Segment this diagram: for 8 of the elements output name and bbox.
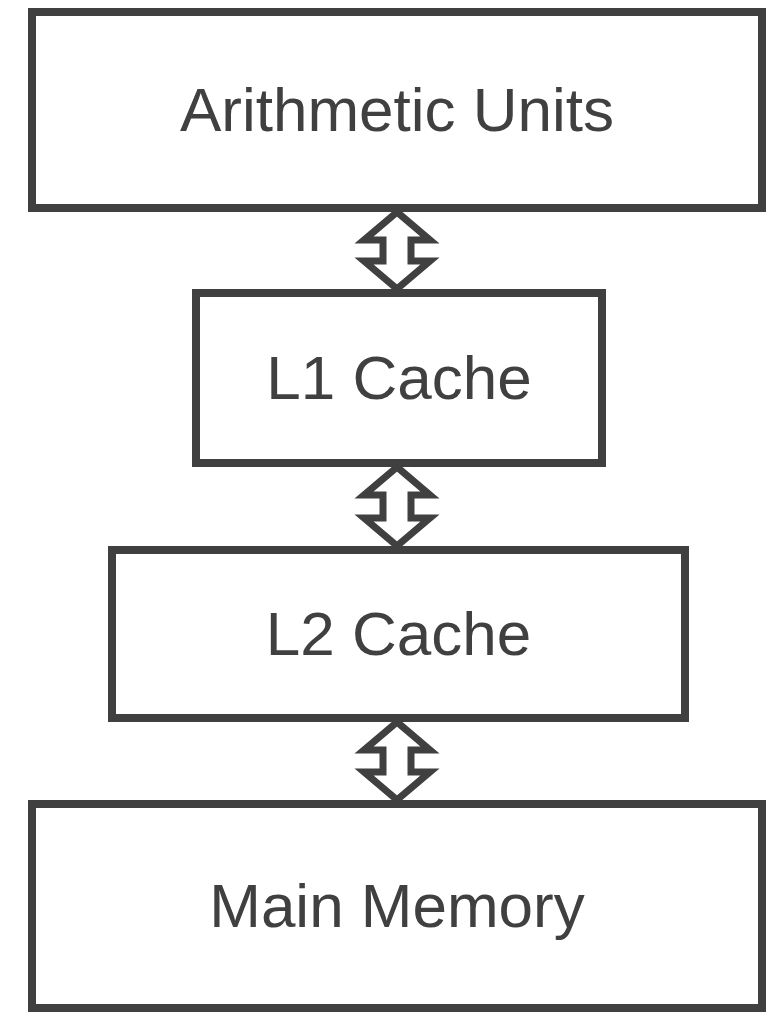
process-box (28, 8, 766, 212)
box-label: Main Memory (208, 870, 586, 943)
process-box (28, 800, 766, 1012)
box-label: L2 Cache (264, 598, 533, 671)
box-label: Arithmetic Units (178, 74, 616, 147)
process-box (192, 289, 606, 467)
process-box (108, 546, 689, 722)
box-label: L1 Cache (265, 342, 533, 415)
